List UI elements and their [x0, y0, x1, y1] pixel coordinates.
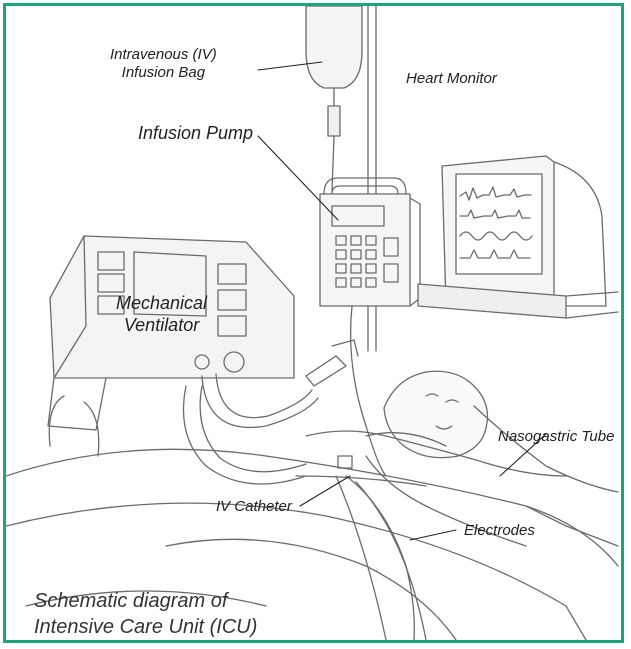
label-nasogastric-tube: Nasogastric Tube — [498, 428, 614, 446]
label-iv-bag: Intravenous (IV) Infusion Bag — [110, 46, 217, 82]
iv-catheter-tape — [338, 456, 352, 468]
label-iv-catheter: IV Catheter — [216, 498, 292, 516]
label-heart-monitor: Heart Monitor — [406, 70, 497, 88]
diagram-frame: Intravenous (IV) Infusion Bag Heart Moni… — [3, 3, 624, 643]
caption-line2: Intensive Care Unit (ICU) — [34, 614, 257, 640]
label-ventilator: Mechanical Ventilator — [116, 292, 207, 336]
label-iv-bag-line2: Infusion Bag — [110, 64, 217, 82]
label-electrodes: Electrodes — [464, 522, 535, 540]
label-ventilator-line1: Mechanical — [116, 292, 207, 314]
label-infusion-pump: Infusion Pump — [138, 122, 253, 144]
infusion-pump-drawing — [320, 178, 420, 306]
ventilator-drawing — [48, 236, 294, 456]
patient-drawing — [296, 371, 566, 546]
label-ventilator-line2: Ventilator — [116, 314, 207, 336]
label-iv-bag-line1: Intravenous (IV) — [110, 46, 217, 64]
iv-bag-drawing — [306, 6, 362, 191]
icu-sketch — [6, 6, 621, 640]
tubes-and-leads — [336, 306, 618, 640]
caption-line1: Schematic diagram of — [34, 588, 257, 614]
heart-monitor-drawing — [418, 156, 618, 318]
diagram-caption: Schematic diagram of Intensive Care Unit… — [34, 588, 257, 640]
